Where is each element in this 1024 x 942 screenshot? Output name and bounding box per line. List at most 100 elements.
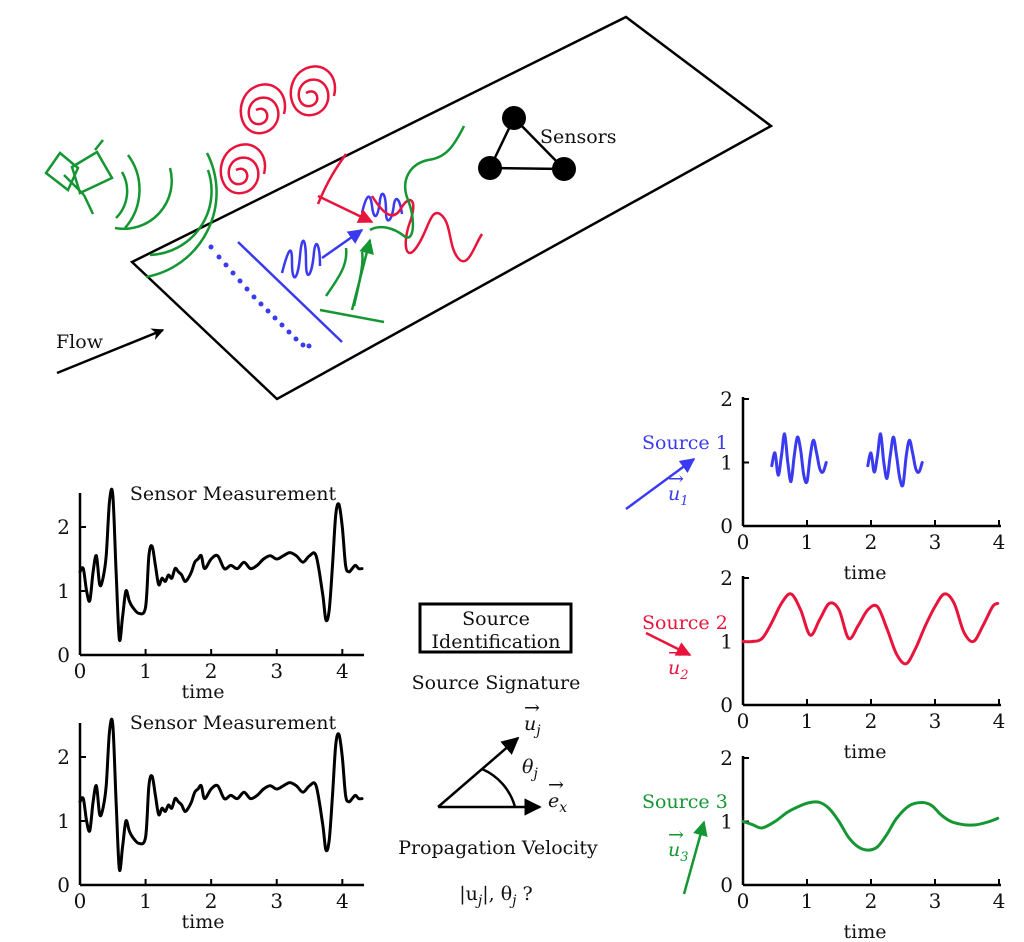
data-line — [78, 717, 364, 873]
propagation-velocity-label: Propagation Velocity — [398, 837, 598, 859]
y-tick-label: 0 — [720, 873, 733, 897]
plate — [129, 15, 774, 401]
x-tick-label: 3 — [270, 659, 283, 683]
u-vector-arrow — [437, 736, 520, 808]
sensor-node — [478, 156, 502, 180]
x-tick-label: 2 — [205, 659, 218, 683]
y-tick-label: 1 — [57, 809, 70, 833]
x-tick-label: 3 — [929, 709, 942, 733]
x-tick-label: 0 — [737, 709, 750, 733]
data-line — [741, 800, 1000, 852]
x-tick-label: 2 — [865, 709, 878, 733]
scene-illustration: Flow Sensors — [44, 15, 774, 401]
sensor-node — [502, 106, 526, 130]
red-propagation-arrow — [317, 194, 374, 224]
x-tick-label: 4 — [993, 530, 1006, 554]
x-axis-label: time — [844, 562, 887, 584]
x-tick-label: 2 — [865, 889, 878, 913]
vector-label: u1 — [668, 483, 689, 509]
x-tick-label: 1 — [801, 889, 814, 913]
series-label: Source 1 — [642, 432, 728, 454]
y-tick-label: 2 — [720, 566, 733, 590]
u-j-label: uj → — [524, 697, 541, 739]
speaker-icon — [44, 139, 114, 215]
vector-label: u2 — [668, 657, 689, 683]
y-tick-label: 0 — [720, 693, 733, 717]
box-line-2: Identification — [432, 631, 561, 653]
y-tick-label: 2 — [720, 746, 733, 770]
chart-title: Sensor Measurement — [130, 712, 337, 734]
y-tick-label: 0 — [720, 514, 733, 538]
data-line — [741, 592, 1000, 666]
x-tick-label: 4 — [993, 709, 1006, 733]
source-2-vector — [645, 631, 692, 657]
x-tick-label: 0 — [737, 530, 750, 554]
svg-text:ex: ex — [548, 790, 567, 816]
blue-wavepacket-2 — [360, 192, 404, 222]
flow-arrow — [56, 328, 165, 375]
y-tick-label: 1 — [720, 810, 733, 834]
theta-j-label: θj — [522, 756, 538, 782]
y-tick-label: 1 — [720, 451, 733, 475]
x-tick-label: 1 — [801, 709, 814, 733]
source-1-chart: 0 1 2 3 4 0 1 2 time Source 1 u1→ — [642, 387, 1005, 584]
vector-label: u3 — [668, 839, 689, 865]
y-tick-label: 0 — [57, 873, 70, 897]
svg-text:uj: uj — [524, 713, 541, 739]
blue-propagation-arrow — [321, 228, 364, 260]
svg-text:θj: θj — [522, 756, 538, 782]
x-tick-label: 4 — [336, 659, 349, 683]
x-tick-label: 2 — [205, 889, 218, 913]
svg-text:→: → — [524, 697, 540, 719]
x-tick-label: 3 — [270, 889, 283, 913]
x-tick-label: 3 — [929, 530, 942, 554]
blue-wavepacket — [280, 239, 322, 279]
x-axis-label: time — [182, 911, 225, 933]
box-line-1: Source — [462, 608, 530, 630]
sensor-node — [552, 157, 576, 181]
vortex-spirals — [219, 65, 337, 195]
green-wave — [319, 125, 466, 324]
data-line — [770, 432, 828, 485]
x-tick-label: 2 — [865, 530, 878, 554]
y-tick-label: 2 — [57, 745, 70, 769]
x-tick-label: 4 — [993, 889, 1006, 913]
dotted-line — [208, 244, 312, 349]
x-tick-label: 1 — [139, 889, 152, 913]
y-tick-label: 2 — [720, 387, 733, 411]
blue-front-line — [237, 241, 343, 343]
theta-arc — [481, 767, 517, 808]
source-1-vector — [625, 457, 696, 511]
y-tick-label: 1 — [720, 630, 733, 654]
sensors-group: Sensors — [478, 106, 617, 181]
y-tick-label: 1 — [57, 579, 70, 603]
x-tick-label: 4 — [336, 889, 349, 913]
x-tick-label: 0 — [74, 889, 87, 913]
center-panel: Source Identification Source Signature u… — [398, 602, 598, 909]
y-tick-label: 2 — [57, 515, 70, 539]
source-identification-box — [418, 602, 573, 654]
source-3-chart: 0 1 2 3 4 0 1 2 time Source 3 u3→ — [642, 746, 1005, 942]
data-line — [78, 487, 364, 643]
x-tick-label: 1 — [139, 659, 152, 683]
series-label: Source 3 — [642, 791, 728, 813]
x-axis-label: time — [844, 921, 887, 942]
source-signature-label: Source Signature — [412, 672, 581, 694]
x-tick-label: 0 — [737, 889, 750, 913]
x-axis-label: time — [844, 741, 887, 763]
sensors-label: Sensors — [540, 126, 617, 148]
svg-text:→: → — [548, 774, 564, 796]
series-label: Source 2 — [642, 612, 728, 634]
x-axis-label: time — [182, 681, 225, 703]
data-line — [866, 432, 924, 488]
chart-title: Sensor Measurement — [130, 483, 337, 505]
vector-arrow-glyph: → — [668, 824, 684, 846]
vector-arrow-glyph: → — [668, 468, 684, 490]
x-tick-label: 3 — [929, 889, 942, 913]
x-tick-label: 1 — [801, 530, 814, 554]
